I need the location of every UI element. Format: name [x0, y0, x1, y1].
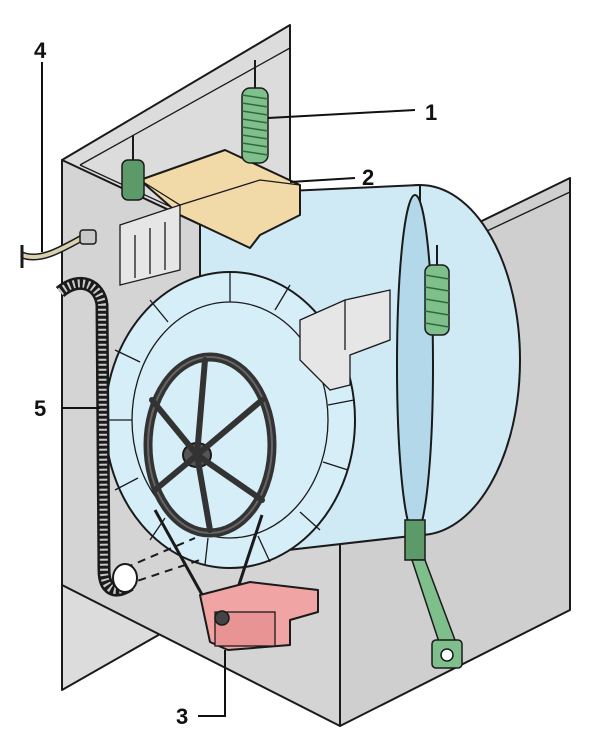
corrugated-hose-icon: [55, 276, 138, 597]
callout-number-2: 2: [362, 165, 374, 190]
drum-mid-band: [396, 194, 434, 536]
drain-dashed-lines: [124, 537, 201, 586]
callout-number-1: 1: [425, 100, 437, 125]
drum-pulley-icon: [143, 352, 277, 538]
left-bracket: [119, 204, 181, 286]
drum-ribs: [106, 272, 355, 566]
callout-leader-3: [198, 650, 226, 717]
coil-spring-icon: [241, 60, 269, 164]
right-bracket: [299, 289, 391, 391]
motor: [199, 581, 319, 651]
right-spring: [424, 245, 450, 336]
callout-leader-2: [289, 177, 356, 183]
callout-number-4: 4: [34, 38, 47, 63]
callout-number-3: 3: [176, 704, 188, 729]
callout-number-5: 5: [34, 396, 46, 421]
callout-leader-1: [267, 109, 416, 119]
counterweight: [139, 149, 301, 249]
small-spring-left: [121, 135, 145, 201]
shock-absorber: [404, 519, 463, 669]
inlet-hose: [20, 229, 97, 268]
